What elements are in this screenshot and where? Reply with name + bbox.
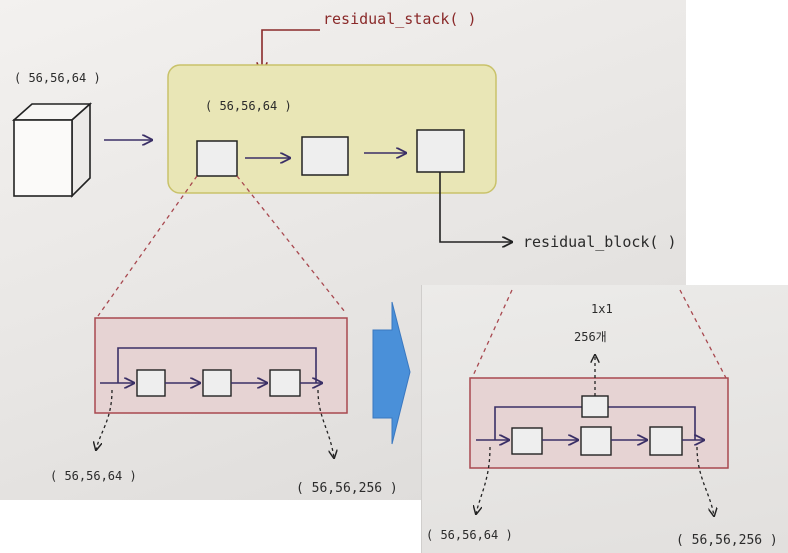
left-in-dashed (96, 389, 113, 450)
right-block-1 (511, 427, 543, 455)
block-title-arrow (439, 172, 512, 242)
stack-block-3 (416, 129, 465, 173)
left-out-dashed (317, 389, 334, 458)
block-title: residual_block( ) (523, 233, 677, 251)
stack-title-arrow (262, 29, 320, 72)
left-in-shape: ( 56,56,64 ) (50, 469, 137, 483)
conv-filters-label: 256개 (574, 330, 607, 344)
left-block-3 (269, 369, 301, 397)
residual-block-left (94, 317, 348, 414)
stack-title: residual_stack( ) (323, 10, 477, 28)
transition-arrow (372, 301, 411, 445)
left-skip-connection (117, 347, 317, 383)
zoom-line-right-b (679, 289, 727, 379)
input-tensor-cube (11, 102, 93, 198)
left-block-2 (202, 369, 232, 397)
right-out-dashed (696, 446, 714, 516)
right-out-shape: ( 56,56,256 ) (676, 533, 778, 548)
zoom-line-right-a (471, 289, 513, 379)
stack-block-2 (301, 136, 349, 176)
stack-shape-label: ( 56,56,64 ) (205, 99, 292, 113)
residual-stack-box (167, 64, 497, 194)
right-block-2 (580, 426, 612, 456)
conv-kernel-label: 1x1 (591, 302, 613, 316)
left-out-shape: ( 56,56,256 ) (296, 481, 398, 496)
left-block-1 (136, 369, 166, 397)
right-in-shape: ( 56,56,64 ) (426, 528, 513, 542)
zoom-line-left-a (97, 175, 198, 317)
right-block-3 (649, 426, 683, 456)
stack-block-1 (196, 140, 238, 177)
right-in-dashed (476, 446, 491, 514)
input-shape-label: ( 56,56,64 ) (14, 71, 101, 85)
conv-1x1-block (581, 395, 609, 418)
zoom-line-left-b (236, 175, 346, 313)
